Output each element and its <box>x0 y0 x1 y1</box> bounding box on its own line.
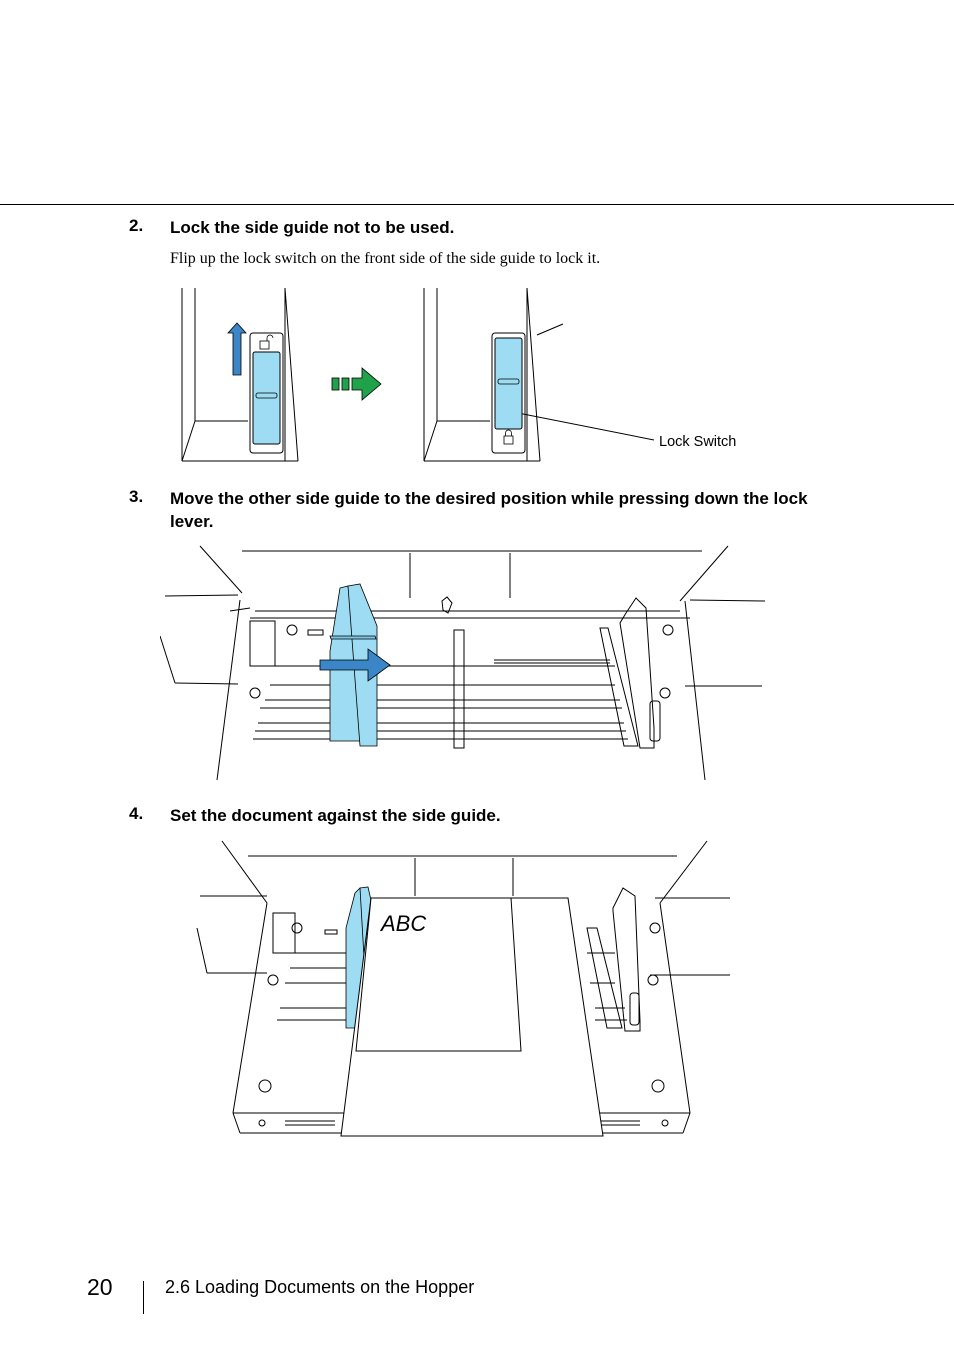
footer-divider <box>143 1281 144 1314</box>
side-guide-move-figure <box>160 545 766 781</box>
arrow-right-icon <box>331 367 382 401</box>
step-heading: Set the document against the side guide. <box>170 806 501 825</box>
document-set-figure: ABC <box>196 840 730 1137</box>
section-title: 2.6 Loading Documents on the Hopper <box>165 1277 475 1297</box>
side-guide-switch-locked <box>494 337 523 445</box>
step-2-body: Flip up the lock switch on the front sid… <box>170 250 601 267</box>
paper-text: ABC <box>379 911 426 936</box>
arrow-up-icon <box>227 322 247 376</box>
step-number: 4. <box>129 804 144 823</box>
lock-switch-callout: Lock Switch <box>659 434 737 450</box>
lock-icon <box>503 429 514 445</box>
document-paper <box>340 897 604 1137</box>
unlock-icon <box>259 334 274 350</box>
lock-switch-figure <box>181 287 655 462</box>
side-guide-switch-unlocked <box>252 334 281 445</box>
step-heading: Lock the side guide not to be used. <box>170 218 455 237</box>
step-number: 2. <box>129 216 144 235</box>
step-number: 3. <box>129 487 144 506</box>
page-number: 20 <box>87 1274 113 1300</box>
header-rule <box>0 204 954 205</box>
step-heading: Move the other side guide to the desired… <box>170 489 808 531</box>
arrow-right-icon <box>319 648 391 682</box>
